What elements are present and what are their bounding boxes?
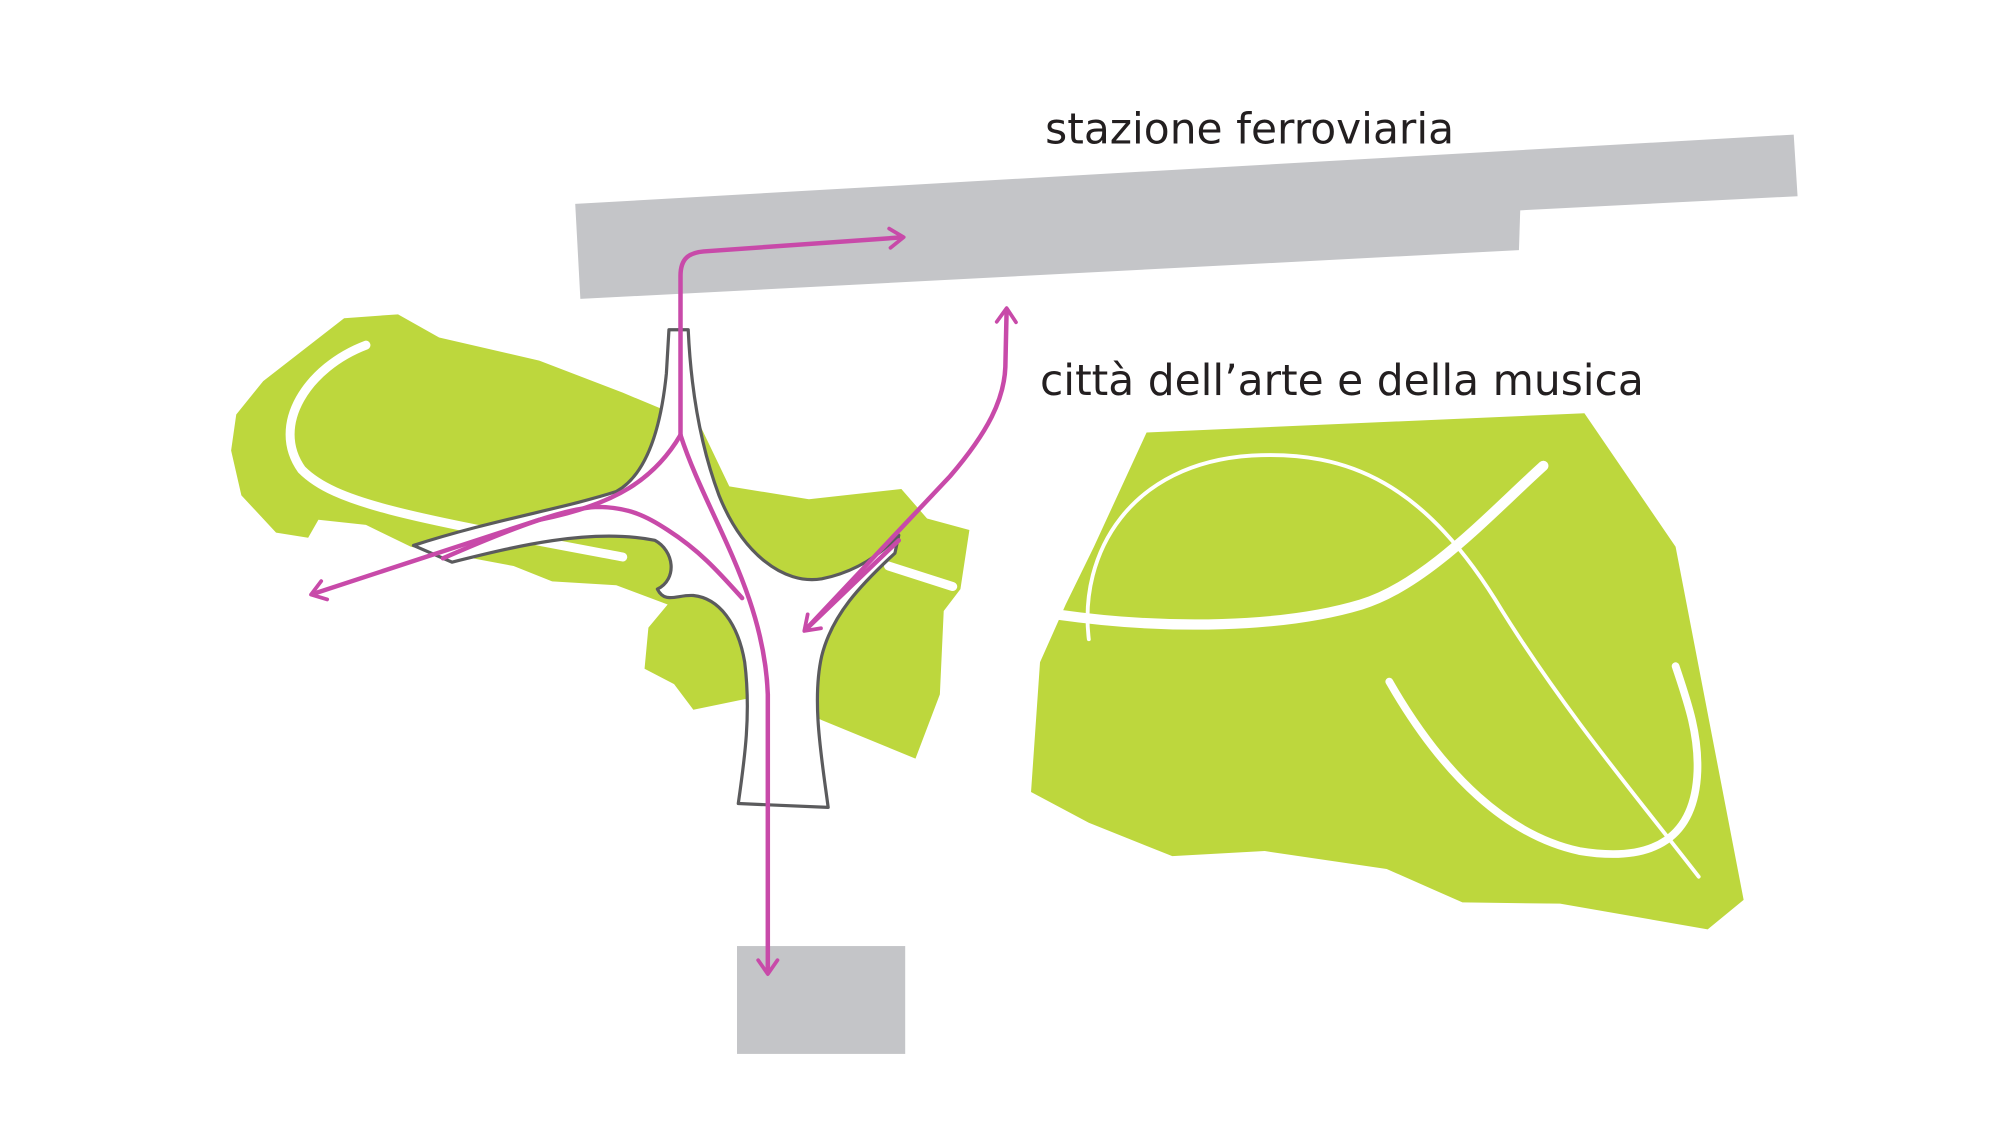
- west-park-path-east: [884, 561, 958, 592]
- central-plaza: [411, 328, 901, 809]
- city-label: città dell’arte e della musica: [1040, 356, 1644, 405]
- east-park-loop-path: [1385, 662, 1702, 858]
- east-park: [1031, 413, 1744, 930]
- route-to-south-building: [678, 432, 780, 976]
- east-park-main-path: [1054, 460, 1549, 630]
- route-from-city-arrow: [802, 538, 902, 633]
- east-park-thin-path: [1085, 453, 1701, 879]
- route-to-city: [802, 306, 1018, 633]
- station-building: [575, 134, 1798, 299]
- south-building: [737, 946, 906, 1054]
- route-to-station: [678, 226, 906, 438]
- route-west-branch: [440, 504, 745, 601]
- station-label: stazione ferroviaria: [1045, 105, 1454, 154]
